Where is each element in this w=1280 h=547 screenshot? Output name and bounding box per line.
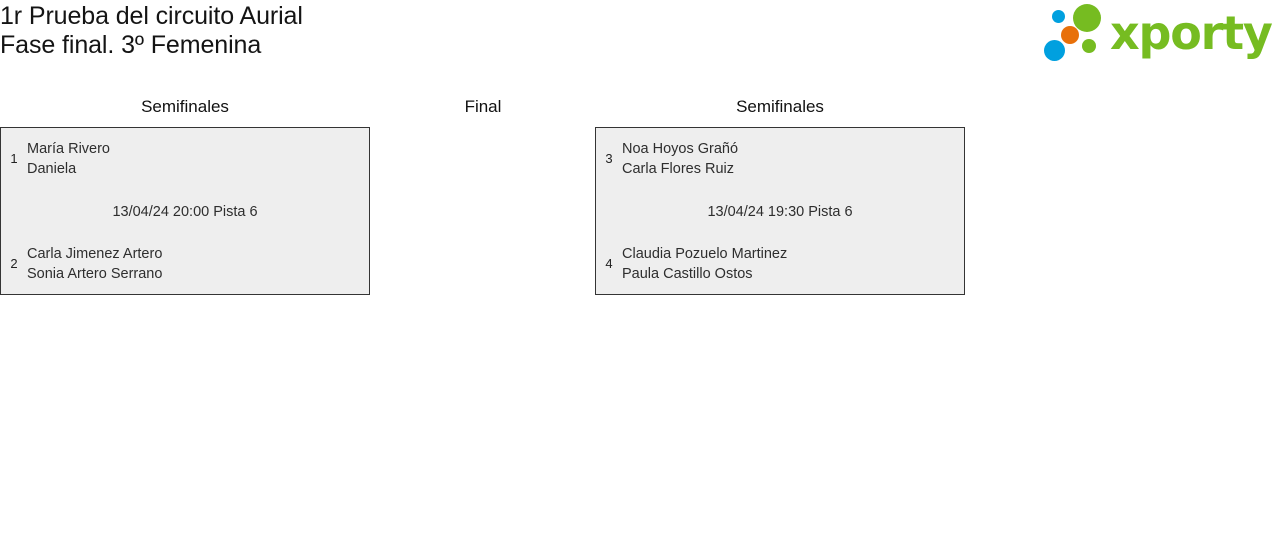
round-header-final: Final bbox=[464, 97, 502, 116]
logo-wordmark: xporty bbox=[1110, 6, 1273, 60]
team-seed: 1 bbox=[10, 151, 18, 166]
page-title: 1r Prueba del circuito Aurial Fase final… bbox=[0, 2, 303, 60]
match-team-row-bottom[interactable]: 2 Carla Jimenez Artero Sonia Artero Serr… bbox=[1, 242, 369, 286]
round-header-semifinals-right: Semifinales bbox=[736, 97, 824, 116]
logo-dot-blue-small-icon bbox=[1052, 10, 1065, 23]
team-player-2: Sonia Artero Serrano bbox=[27, 266, 163, 282]
team-player-1: Carla Jimenez Artero bbox=[27, 246, 163, 262]
team-seed: 2 bbox=[10, 256, 18, 271]
page-title-line-1: 1r Prueba del circuito Aurial bbox=[0, 2, 303, 30]
logo-dot-green-small-icon bbox=[1082, 39, 1096, 53]
xporty-logo[interactable]: xporty bbox=[1044, 4, 1273, 62]
team-players: María Rivero Daniela bbox=[27, 139, 369, 179]
team-players: Noa Hoyos Grañó Carla Flores Ruiz bbox=[622, 139, 964, 179]
team-player-2: Daniela bbox=[27, 161, 77, 177]
team-player-1: María Rivero bbox=[27, 141, 110, 157]
logo-dot-blue-large-icon bbox=[1044, 40, 1065, 61]
logo-dot-green-large-icon bbox=[1073, 4, 1101, 32]
page-header: 1r Prueba del circuito Aurial Fase final… bbox=[0, 0, 1280, 80]
page-title-line-2: Fase final. 3º Femenina bbox=[0, 31, 262, 59]
match-schedule-info: 13/04/24 19:30 Pista 6 bbox=[707, 204, 853, 220]
team-players: Claudia Pozuelo Martinez Paula Castillo … bbox=[622, 244, 964, 284]
team-players: Carla Jimenez Artero Sonia Artero Serran… bbox=[27, 244, 369, 284]
round-header-semifinals-left: Semifinales bbox=[141, 97, 229, 116]
match-schedule-info: 13/04/24 20:00 Pista 6 bbox=[112, 204, 258, 220]
match-team-row-top[interactable]: 1 María Rivero Daniela bbox=[1, 137, 369, 181]
team-player-1: Claudia Pozuelo Martinez bbox=[622, 246, 788, 262]
match-team-row-top[interactable]: 3 Noa Hoyos Grañó Carla Flores Ruiz bbox=[596, 137, 964, 181]
team-player-2: Carla Flores Ruiz bbox=[622, 161, 734, 177]
team-seed: 3 bbox=[605, 151, 613, 166]
logo-dots-icon bbox=[1044, 4, 1110, 62]
match-box-semifinal-left[interactable]: 1 María Rivero Daniela 13/04/24 20:00 Pi… bbox=[0, 127, 370, 295]
team-player-2: Paula Castillo Ostos bbox=[622, 266, 753, 282]
team-seed: 4 bbox=[605, 256, 613, 271]
logo-dot-orange-icon bbox=[1061, 26, 1079, 44]
match-team-row-bottom[interactable]: 4 Claudia Pozuelo Martinez Paula Castill… bbox=[596, 242, 964, 286]
team-player-1: Noa Hoyos Grañó bbox=[622, 141, 739, 157]
match-box-semifinal-right[interactable]: 3 Noa Hoyos Grañó Carla Flores Ruiz 13/0… bbox=[595, 127, 965, 295]
